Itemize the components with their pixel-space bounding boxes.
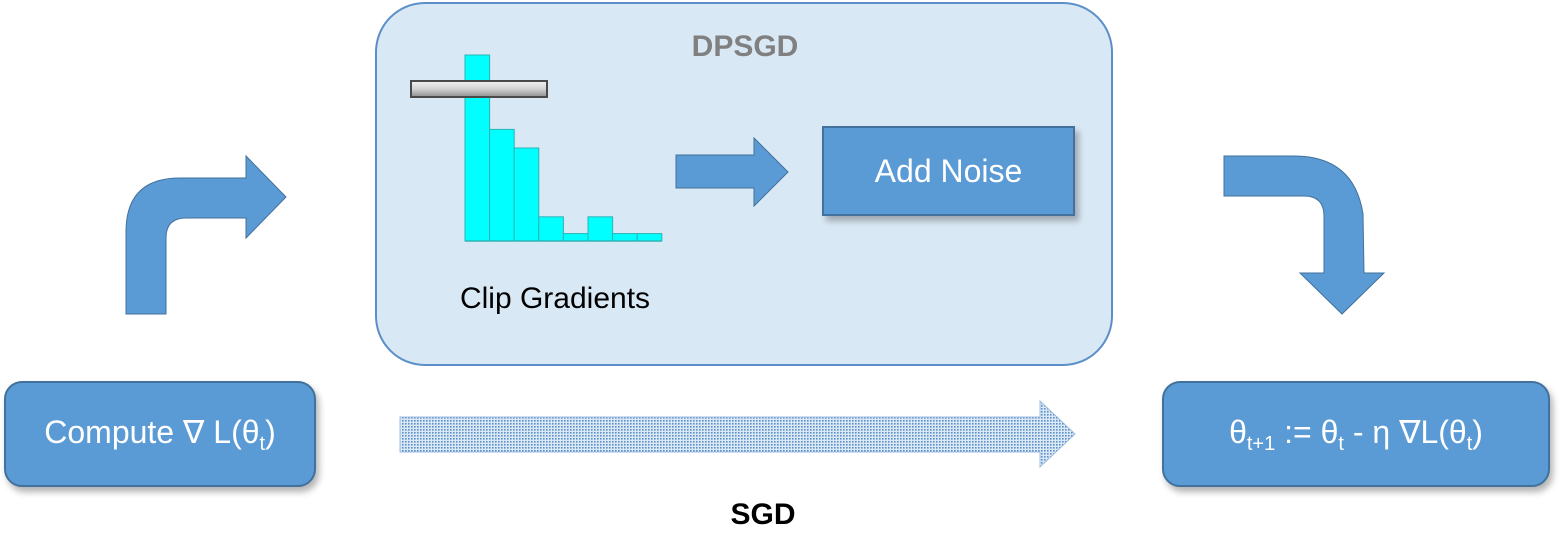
update-sub-t: t <box>1338 432 1344 455</box>
histogram-bar <box>538 216 564 242</box>
compute-gradient-box: Compute ∇ L(θt) <box>4 381 316 487</box>
histogram-bar <box>612 233 638 242</box>
arrow-right-icon <box>675 136 789 208</box>
compute-prefix: Compute <box>44 413 183 450</box>
nabla-icon: ∇ <box>182 413 205 450</box>
add-noise-label: Add Noise <box>874 152 1023 189</box>
sgd-dotted-arrow-icon <box>399 399 1076 469</box>
update-func: L(θ <box>1420 413 1467 450</box>
parameter-update-box: θt+1 := θt - η ∇L(θt) <box>1162 381 1550 487</box>
compute-func: L(θ <box>213 413 260 450</box>
histogram-bar <box>513 147 540 242</box>
update-assign: := θ <box>1284 413 1339 450</box>
sgd-label: SGD <box>730 498 796 531</box>
clip-threshold-bar <box>410 80 548 98</box>
update-sub-t2: t <box>1466 432 1473 455</box>
compute-text: Compute ∇ L(θt) <box>44 413 276 456</box>
compute-close: ) <box>265 413 276 450</box>
add-noise-box: Add Noise <box>822 126 1075 216</box>
histogram-bar <box>587 216 614 242</box>
update-text: θt+1 := θt - η ∇L(θt) <box>1229 413 1483 456</box>
bent-arrow-right-down-icon <box>1223 155 1386 315</box>
bent-arrow-up-right-icon <box>125 154 287 315</box>
histogram-bar <box>562 233 589 242</box>
compute-sub: t <box>259 432 266 455</box>
update-sub-next: t+1 <box>1246 432 1276 455</box>
histogram-bar <box>489 128 515 242</box>
update-minus-eta: - η <box>1352 413 1391 450</box>
dpsgd-title: DPSGD <box>691 30 799 63</box>
histogram-bar <box>636 233 663 242</box>
clip-gradients-label: Clip Gradients <box>459 282 651 315</box>
nabla-icon: ∇ <box>1399 413 1421 450</box>
update-close: ) <box>1472 413 1483 450</box>
update-theta: θ <box>1229 413 1247 450</box>
